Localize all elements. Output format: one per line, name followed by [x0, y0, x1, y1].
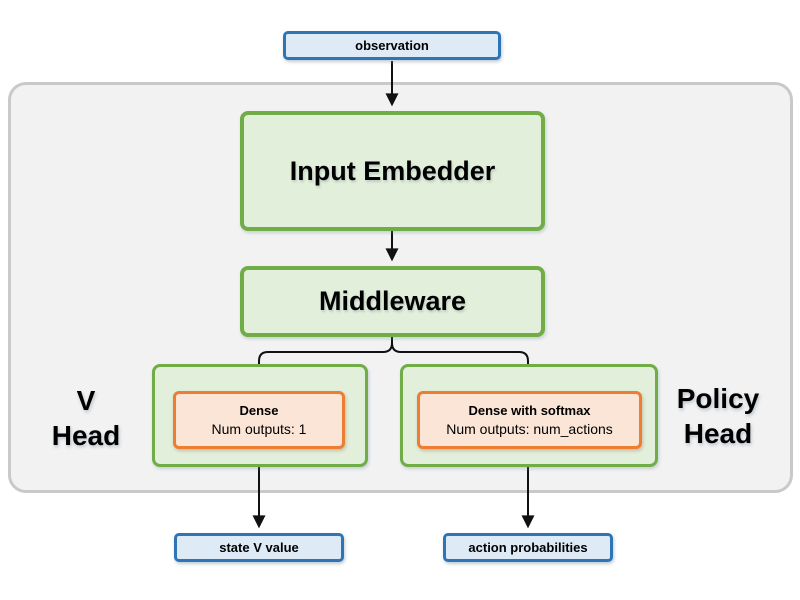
observation-node: observation: [283, 31, 501, 60]
state-v-value-label: state V value: [219, 540, 299, 555]
middleware-label: Middleware: [318, 286, 467, 316]
dense-softmax-layer-subtitle: Num outputs: num_actions: [446, 421, 613, 437]
input-embedder-node: Input Embedder: [240, 111, 545, 231]
dense-layer-subtitle: Num outputs: 1: [211, 421, 307, 437]
action-probabilities-node: action probabilities: [443, 533, 613, 562]
v-head-label: V Head: [30, 383, 142, 453]
policy-head-label-line1: Policy: [676, 383, 760, 414]
observation-label: observation: [355, 38, 429, 53]
action-probabilities-label: action probabilities: [468, 540, 588, 555]
v-head-label-line1: V: [76, 385, 96, 416]
policy-head-label-line2: Head: [683, 418, 753, 449]
dense-softmax-layer-title: Dense with softmax: [468, 403, 591, 418]
dense-layer-title: Dense: [239, 403, 279, 418]
policy-head-label: Policy Head: [662, 381, 774, 451]
middleware-node: Middleware: [240, 266, 545, 337]
v-head-label-line2: Head: [51, 420, 121, 451]
dense-softmax-layer-node: Dense with softmax Num outputs: num_acti…: [417, 391, 642, 449]
dense-layer-node: Dense Num outputs: 1: [173, 391, 345, 449]
input-embedder-label: Input Embedder: [289, 155, 496, 186]
state-v-value-node: state V value: [174, 533, 344, 562]
